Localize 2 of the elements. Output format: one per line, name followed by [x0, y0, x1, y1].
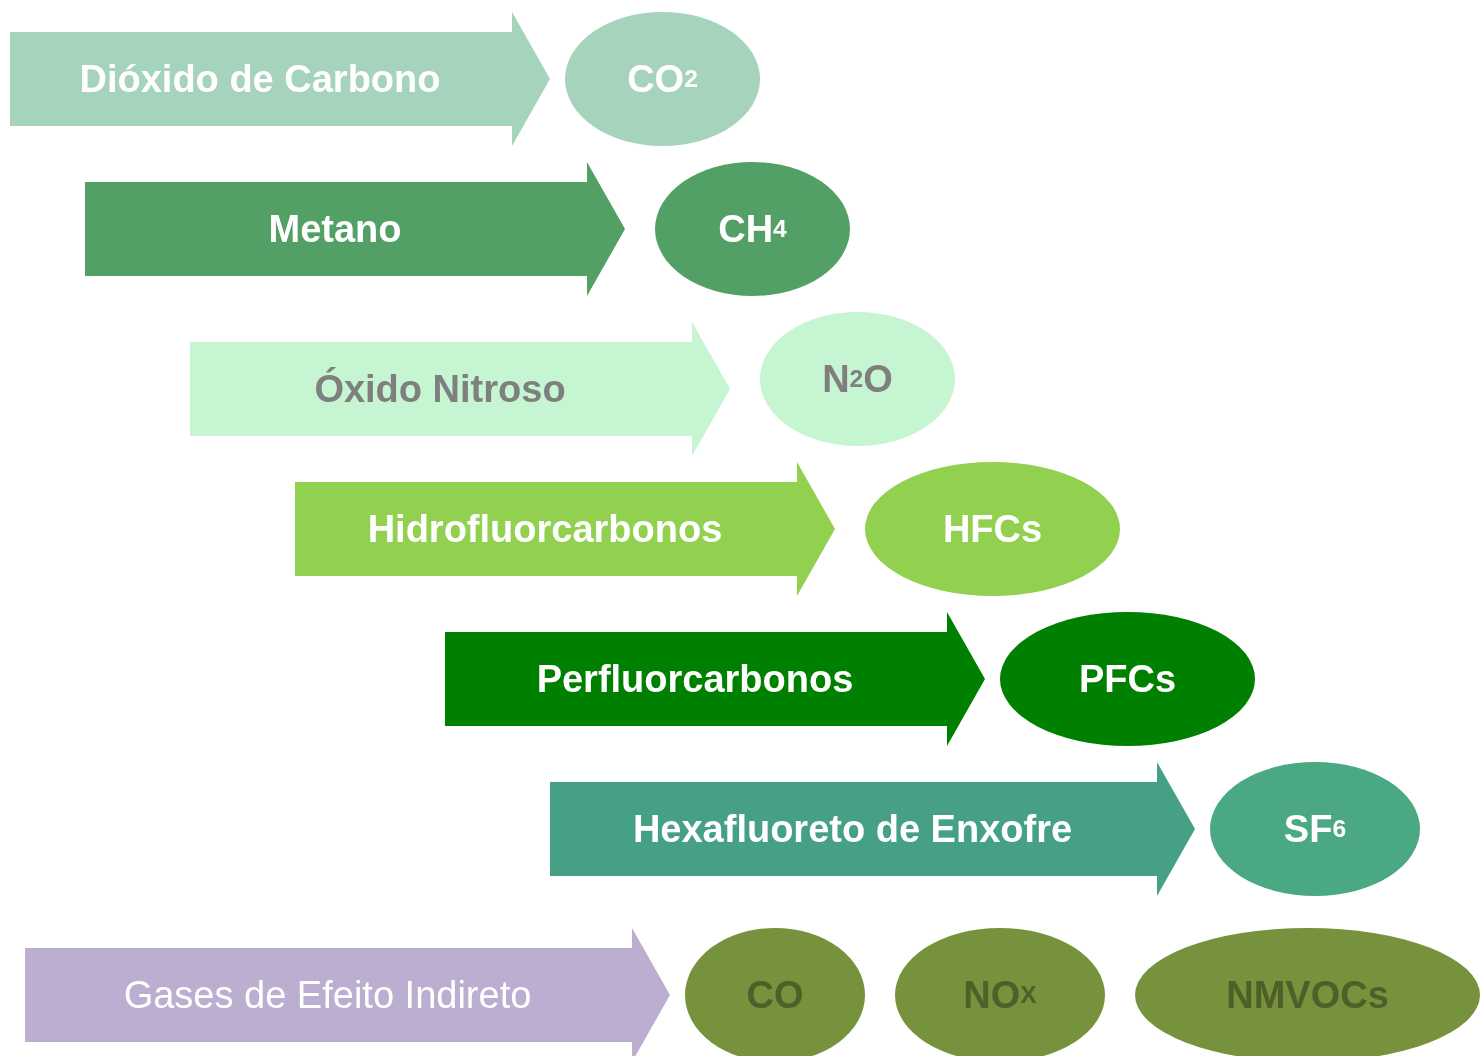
formula-ellipse: HFCs	[865, 462, 1120, 596]
formula-ellipse: PFCs	[1000, 612, 1255, 746]
